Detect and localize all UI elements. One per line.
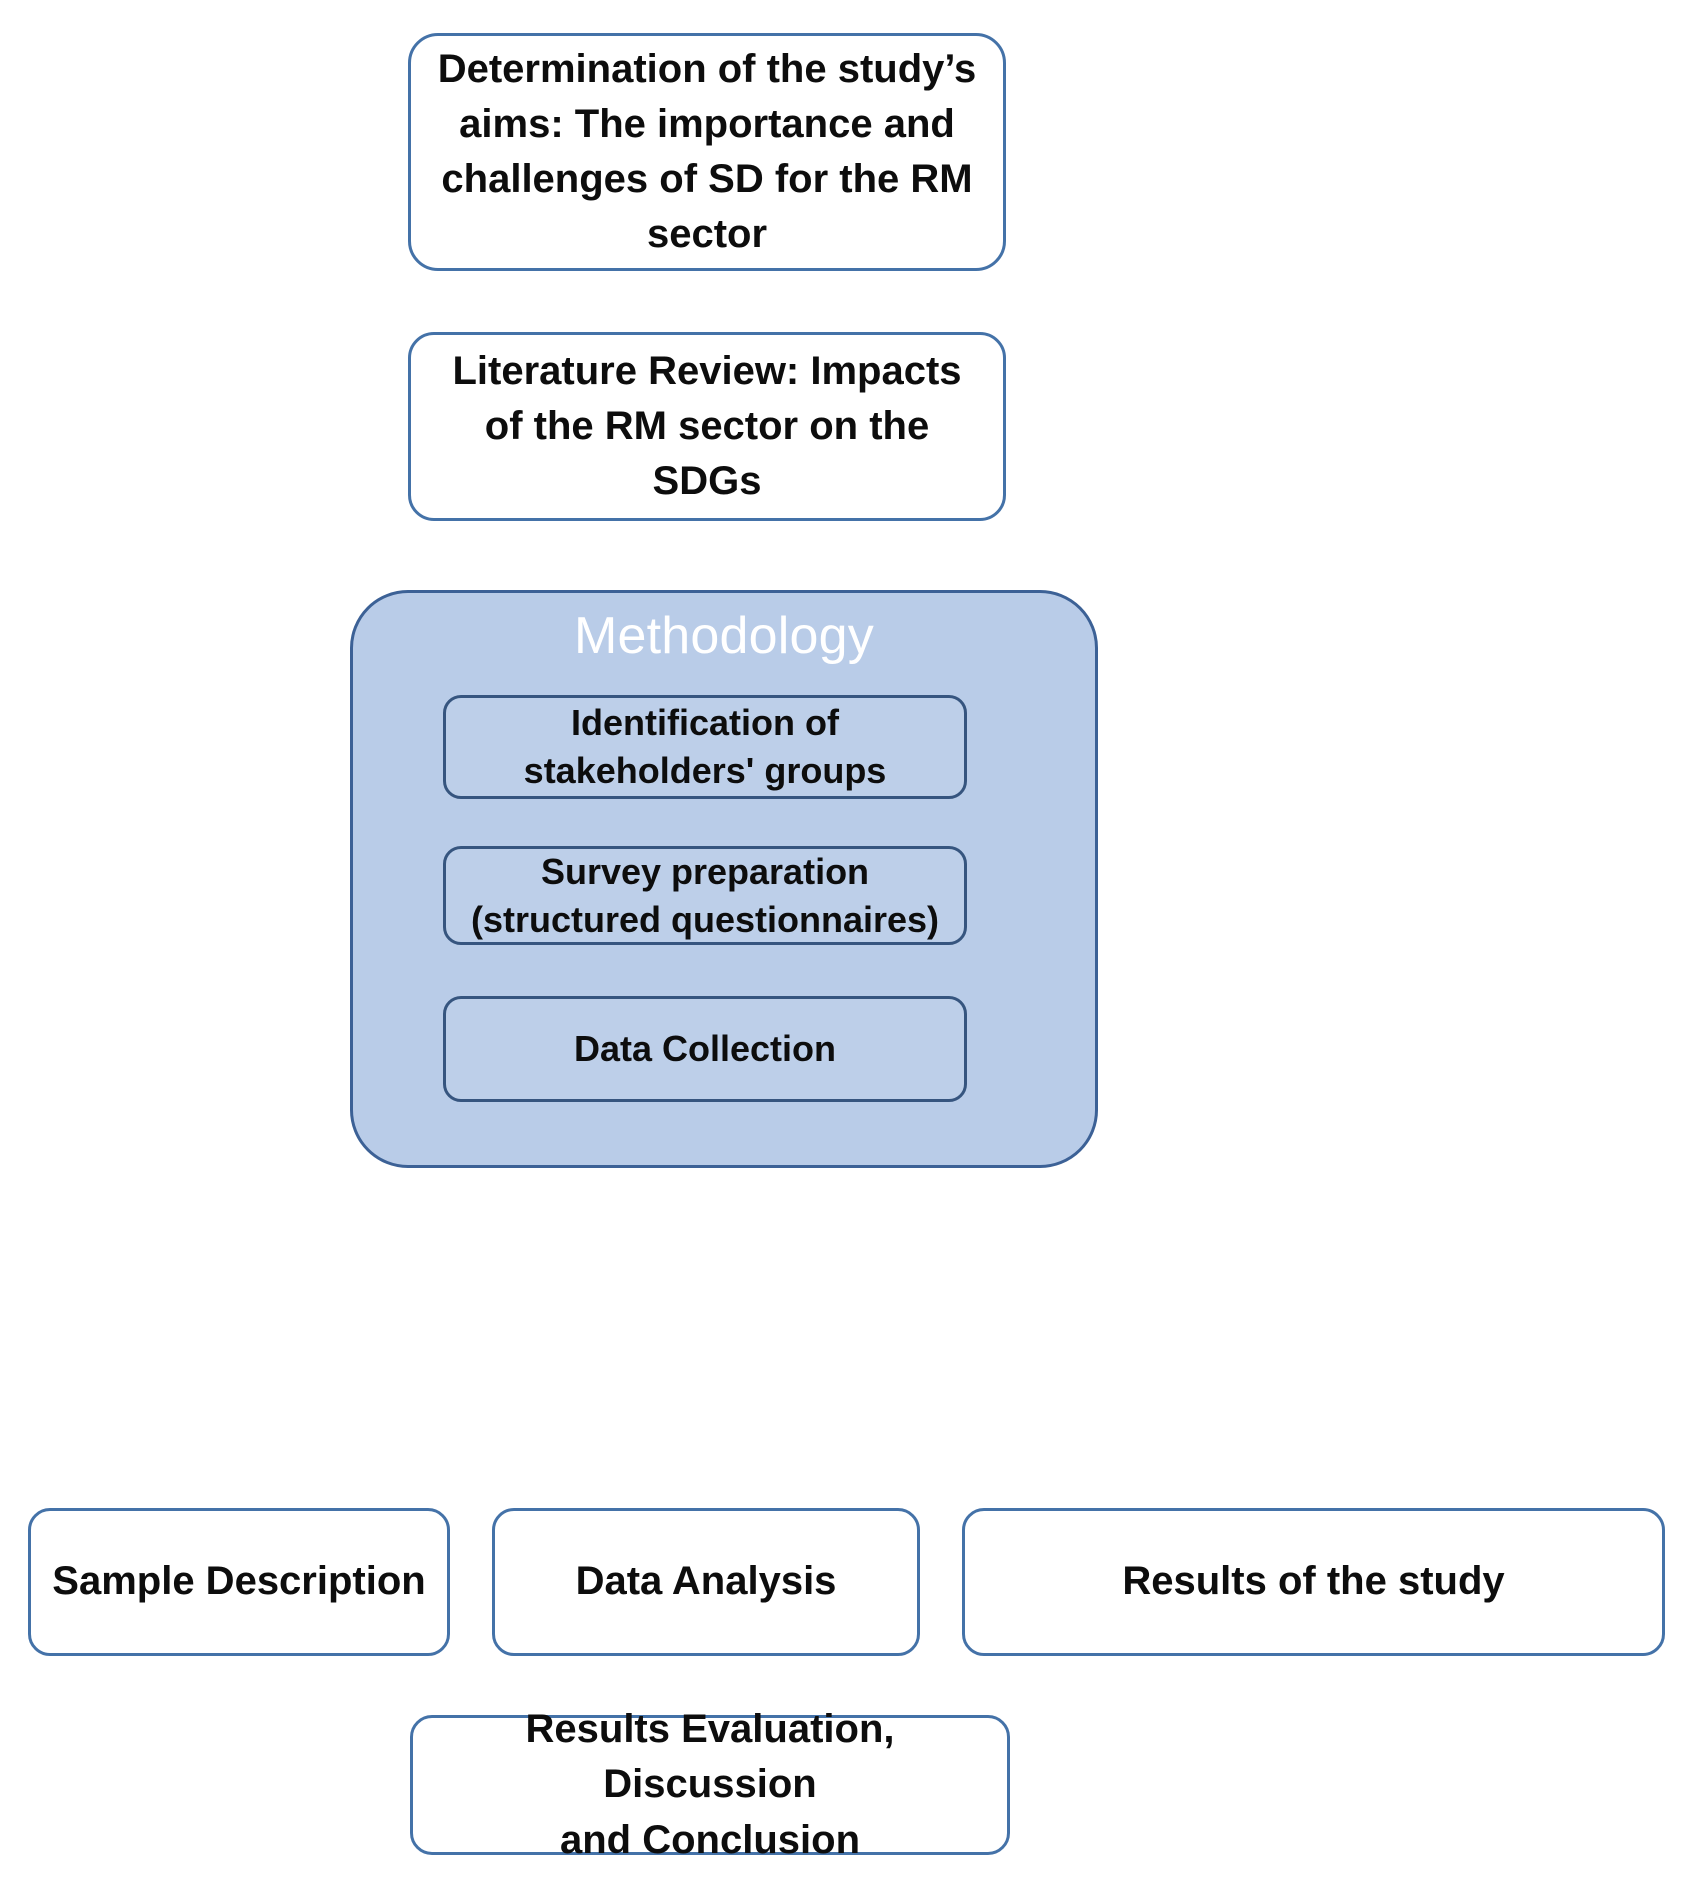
stage-box-literature-review-label: Literature Review: Impacts of the RM sec… (452, 348, 962, 504)
stage-box-results-of-the-study[interactable]: Results of the study (962, 1508, 1665, 1656)
methodology-group-title: Methodology (574, 607, 874, 665)
stage-box-sample-description[interactable]: Sample Description (28, 1508, 450, 1656)
stage-box-results-of-the-study-label: Results of the study (1122, 1559, 1505, 1604)
methodology-step-identification-of-stakeholders-label: Identification of stakeholders' groups (523, 702, 887, 791)
methodology-group[interactable]: Methodology Identification of stakeholde… (350, 590, 1098, 1168)
stage-box-study-aims-label: Determination of the study’s aims: The i… (437, 46, 977, 257)
methodology-step-survey-preparation-label: Survey preparation (structured questionn… (470, 850, 940, 940)
stage-box-data-analysis[interactable]: Data Analysis (492, 1508, 920, 1656)
methodology-step-data-collection[interactable]: Data Collection (443, 996, 967, 1102)
stage-box-results-evaluation-conclusion[interactable]: Results Evaluation, Discussion and Concl… (410, 1707, 1010, 1862)
methodology-step-data-collection-label: Data Collection (573, 1028, 837, 1070)
stage-box-study-aims[interactable]: Determination of the study’s aims: The i… (408, 33, 1006, 271)
methodology-step-identification-of-stakeholders[interactable]: Identification of stakeholders' groups (443, 695, 967, 799)
methodology-step-survey-preparation[interactable]: Survey preparation (structured questionn… (443, 846, 967, 945)
stage-box-results-evaluation-conclusion-label: Results Evaluation, Discussion and Concl… (525, 1707, 895, 1862)
stage-box-literature-review[interactable]: Literature Review: Impacts of the RM sec… (408, 332, 1006, 521)
stage-box-sample-description-label: Sample Description (52, 1559, 426, 1604)
stage-box-data-analysis-label: Data Analysis (575, 1559, 837, 1604)
